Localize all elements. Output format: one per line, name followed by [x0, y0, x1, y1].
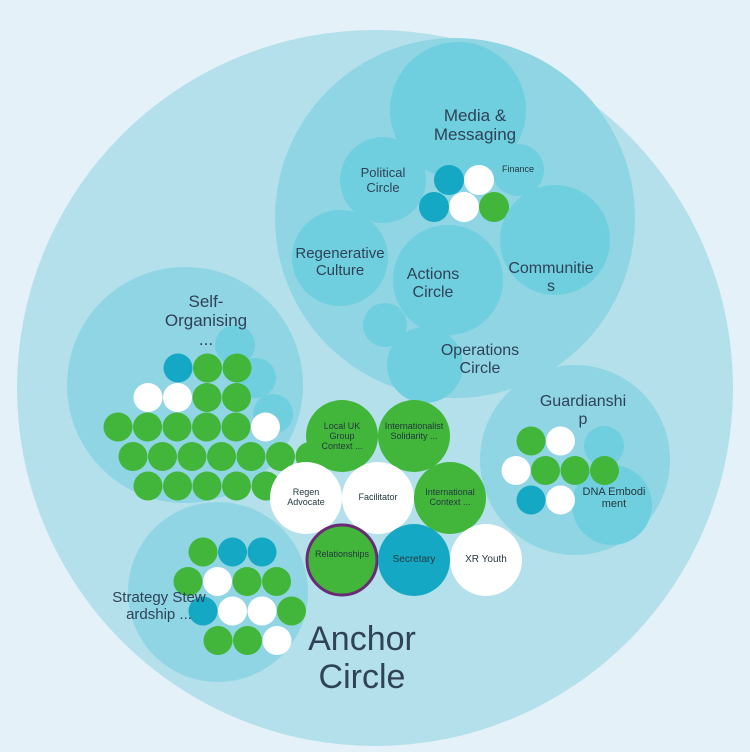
role-circle[interactable]: [188, 596, 218, 626]
small-circle[interactable]: [584, 426, 624, 466]
role-xr-youth[interactable]: [450, 524, 522, 596]
strategy-stewardship-label: Strategy Stewardship ...: [112, 589, 206, 623]
finance-label: Finance: [501, 164, 535, 174]
role-circle[interactable]: [218, 537, 247, 567]
role-circle[interactable]: [501, 456, 531, 485]
guardianship-label: Guardianship: [539, 393, 627, 428]
role-internationalist[interactable]: [378, 400, 450, 472]
communities-label: Communities: [508, 260, 594, 295]
role-circle[interactable]: [221, 412, 251, 442]
role-circle[interactable]: [163, 471, 192, 501]
role-circle[interactable]: [222, 383, 251, 412]
role-circle[interactable]: [247, 537, 277, 567]
role-circle[interactable]: [233, 626, 262, 655]
operations-circle[interactable]: [387, 327, 463, 403]
role-circle[interactable]: [247, 596, 277, 626]
role-secretary-label: Secretary: [392, 554, 436, 565]
role-circle[interactable]: [203, 567, 232, 596]
role-circle[interactable]: [133, 412, 162, 442]
role-circle[interactable]: [192, 471, 222, 501]
political-circle[interactable]: [340, 137, 426, 223]
role-facilitator-label: Facilitator: [358, 492, 398, 502]
role-circle[interactable]: [173, 567, 203, 596]
role-circle[interactable]: [188, 537, 218, 567]
role-circle[interactable]: [434, 165, 464, 195]
operations-circle-label: Operations Circle: [440, 342, 520, 377]
role-regen-advocate-label: Regen Advocate: [287, 487, 325, 508]
role-circle[interactable]: [133, 383, 163, 412]
role-circle[interactable]: [148, 442, 177, 471]
actions-circle-label: Actions Circle: [406, 266, 460, 301]
role-circle[interactable]: [546, 485, 575, 515]
role-circle[interactable]: [531, 456, 560, 485]
dna-embodiment-circle[interactable]: [572, 465, 652, 545]
role-circle[interactable]: [163, 353, 193, 383]
role-secretary[interactable]: [378, 524, 450, 596]
role-circle[interactable]: [218, 596, 247, 626]
role-circle[interactable]: [262, 567, 291, 596]
role-circle[interactable]: [546, 426, 575, 456]
role-international-context-label: International Context ...: [425, 487, 475, 508]
role-circle[interactable]: [277, 596, 306, 626]
role-circle[interactable]: [163, 383, 192, 412]
media-messaging-label: Media & Messaging: [433, 106, 517, 145]
role-international-context[interactable]: [414, 462, 486, 534]
role-facilitator[interactable]: [342, 462, 414, 534]
small-circle[interactable]: [363, 303, 407, 347]
dna-embodiment-label: DNA Embodiment: [582, 486, 646, 511]
role-circle[interactable]: [479, 192, 509, 222]
anchor-circle-label: Anchor Circle: [308, 620, 416, 697]
role-circle[interactable]: [193, 353, 222, 383]
communities-circle[interactable]: [500, 185, 610, 295]
regenerative-culture-label: Regenerative Culture: [295, 245, 385, 279]
role-relationships-label: Relationships: [314, 549, 370, 559]
role-circle[interactable]: [590, 456, 619, 485]
role-circle[interactable]: [118, 442, 148, 471]
role-circle[interactable]: [133, 471, 163, 501]
role-circle[interactable]: [266, 442, 295, 471]
role-circle[interactable]: [232, 567, 262, 596]
role-circle[interactable]: [192, 383, 222, 412]
role-circle[interactable]: [103, 412, 133, 442]
role-circle[interactable]: [449, 192, 479, 222]
role-circle[interactable]: [162, 412, 192, 442]
role-circle[interactable]: [560, 456, 590, 485]
role-circle[interactable]: [262, 626, 292, 655]
role-regen-advocate[interactable]: [270, 462, 342, 534]
role-local-uk[interactable]: [306, 400, 378, 472]
role-circle[interactable]: [192, 412, 221, 442]
role-circle[interactable]: [516, 426, 546, 456]
actions-circle[interactable]: [393, 225, 503, 335]
role-internationalist-label: Internationalist Solidarity ...: [384, 421, 444, 442]
small-circle[interactable]: [215, 325, 255, 365]
role-circle[interactable]: [222, 471, 251, 501]
media-messaging-circle[interactable]: [390, 42, 526, 178]
role-circle[interactable]: [203, 626, 233, 655]
role-local-uk-label: Local UK Group Context ...: [321, 421, 363, 452]
role-circle[interactable]: [236, 442, 266, 471]
role-circle[interactable]: [222, 353, 252, 383]
role-circle[interactable]: [516, 485, 546, 515]
role-circle[interactable]: [207, 442, 236, 471]
role-xr-youth-label: XR Youth: [465, 554, 507, 565]
role-relationships[interactable]: [305, 523, 379, 597]
regenerative-culture-circle[interactable]: [292, 210, 388, 306]
role-circle[interactable]: [177, 442, 207, 471]
self-organising-label: Self-Organising ...: [164, 292, 248, 350]
role-circle[interactable]: [464, 165, 494, 195]
political-circle-label: Political Circle: [360, 165, 406, 195]
role-circle[interactable]: [419, 192, 449, 222]
finance-circle[interactable]: [492, 144, 544, 196]
role-circle[interactable]: [251, 412, 280, 442]
